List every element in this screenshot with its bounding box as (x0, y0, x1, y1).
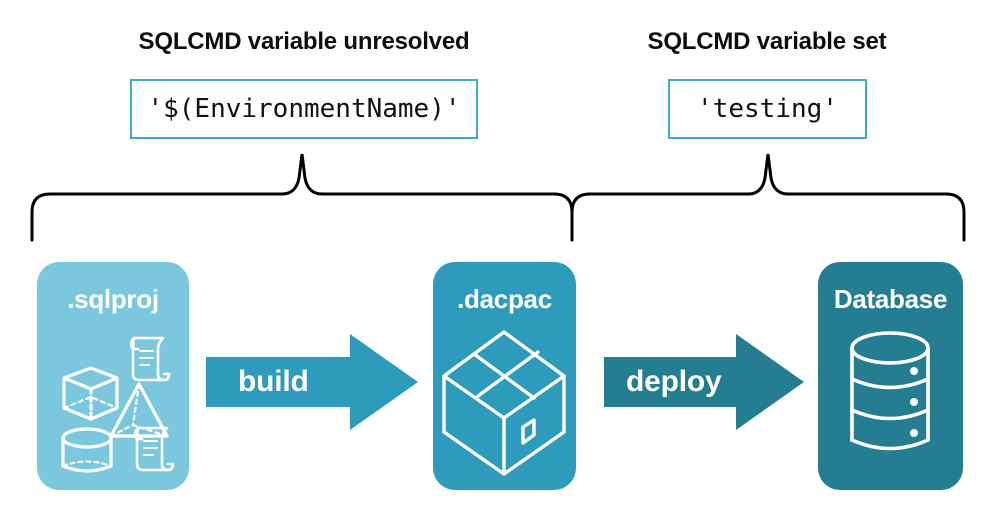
heading-sqlcmd-variable-unresolved: SQLCMD variable unresolved (138, 28, 470, 55)
arrow-build[interactable]: build (206, 334, 418, 435)
database-cylinder-icon (818, 324, 963, 479)
code-box-environment-name: '$(EnvironmentName)' (130, 79, 478, 139)
heading-sqlcmd-variable-set: SQLCMD variable set (647, 28, 887, 55)
package-box-icon (433, 324, 576, 484)
stage-label-database: Database (833, 284, 948, 314)
brace-right (568, 150, 968, 247)
brace-left-icon (30, 153, 574, 242)
stage-box-database[interactable]: Database (818, 262, 963, 490)
stage-label-dacpac: .dacpac (457, 284, 552, 314)
arrow-build-icon (206, 334, 418, 430)
arrow-deploy-icon (604, 334, 804, 430)
brace-left (28, 150, 576, 247)
stage-box-sqlproj[interactable]: .sqlproj (37, 262, 189, 490)
brace-right-icon (570, 153, 966, 242)
stage-label-sqlproj: .sqlproj (67, 284, 159, 314)
stage-box-dacpac[interactable]: .dacpac (433, 262, 576, 490)
code-box-testing: 'testing' (668, 79, 867, 139)
project-shapes-icon (37, 324, 189, 479)
arrow-deploy[interactable]: deploy (604, 334, 804, 435)
